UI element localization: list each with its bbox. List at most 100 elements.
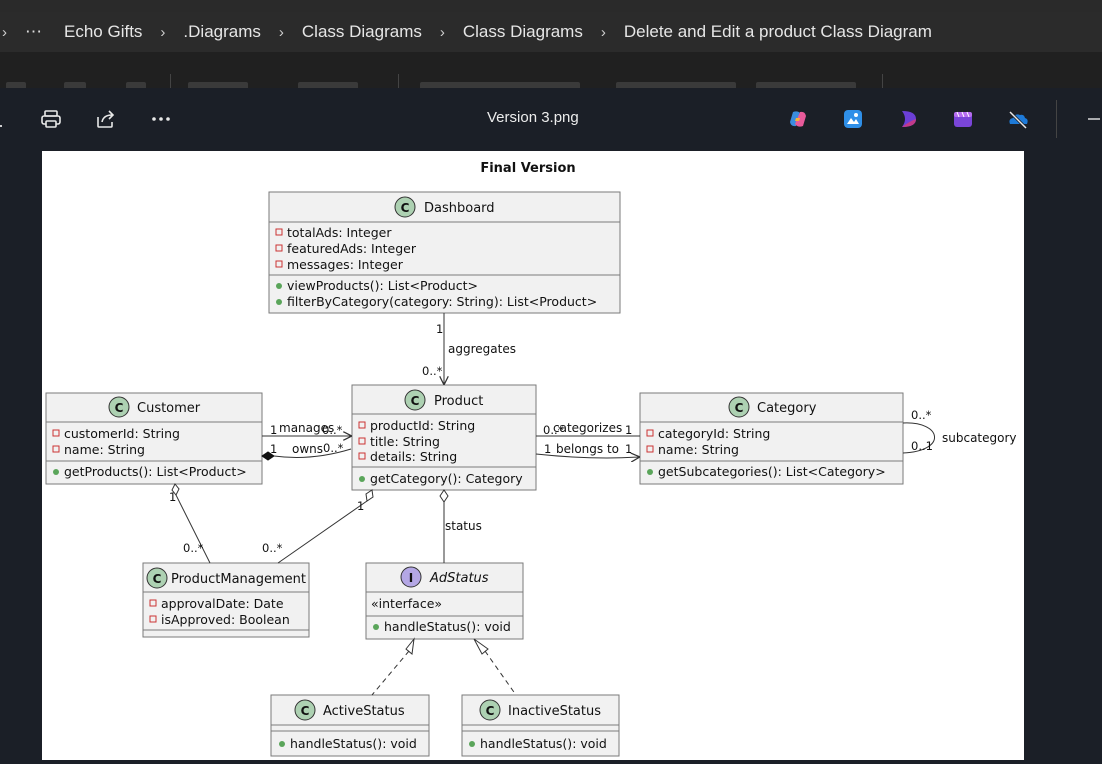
toolbar-ghost-button bbox=[756, 82, 856, 88]
breadcrumb-item-class-diagrams[interactable]: Class Diagrams bbox=[301, 22, 422, 41]
attribute: isApproved: Boolean bbox=[161, 612, 290, 627]
chevron-right-icon: › bbox=[439, 23, 445, 41]
public-icon bbox=[276, 283, 282, 289]
method: handleStatus(): void bbox=[290, 736, 417, 751]
relation-label: categorizes bbox=[553, 421, 622, 435]
stereotype-label: «interface» bbox=[371, 596, 442, 611]
chevron-right-icon: › bbox=[278, 23, 284, 41]
relation-label: aggregates bbox=[448, 342, 516, 356]
relation-manages: 1 manages 0..* bbox=[262, 421, 351, 437]
designer-icon[interactable] bbox=[898, 108, 920, 130]
stereotype-letter: C bbox=[486, 704, 495, 718]
class-name: InactiveStatus bbox=[508, 704, 601, 719]
chevron-right-icon: › bbox=[2, 23, 7, 41]
attribute: name: String bbox=[658, 442, 739, 457]
private-icon bbox=[275, 244, 283, 252]
public-icon bbox=[276, 299, 282, 305]
multiplicity: 0..* bbox=[543, 423, 564, 437]
attribute: totalAds: Integer bbox=[287, 225, 392, 240]
class-stereotype-icon bbox=[728, 396, 750, 418]
photos-icon[interactable] bbox=[842, 108, 864, 130]
diagram-title: Final Version bbox=[480, 161, 575, 176]
class-stereotype-icon bbox=[394, 196, 416, 218]
relation-label: manages bbox=[279, 421, 334, 435]
private-icon bbox=[149, 615, 157, 623]
attribute: approvalDate: Date bbox=[161, 596, 284, 611]
stereotype-letter: C bbox=[401, 201, 410, 215]
relation-belongs-to: 1 belongs to 1 bbox=[535, 442, 639, 458]
attribute: featuredAds: Integer bbox=[287, 241, 417, 256]
multiplicity: 1 bbox=[169, 490, 176, 504]
public-icon bbox=[373, 624, 379, 630]
relation-subcategory: 0..* subcategory 0..1 bbox=[902, 408, 1017, 454]
share-icon[interactable] bbox=[95, 108, 117, 130]
breadcrumb: › ⋯ Echo Gifts › .Diagrams › Class Diagr… bbox=[0, 12, 1102, 52]
attribute: details: String bbox=[370, 449, 457, 464]
minimize-icon[interactable] bbox=[1086, 108, 1102, 130]
class-active-status: C ActiveStatus handleStatus(): void bbox=[270, 694, 430, 757]
breadcrumb-item-echo-gifts[interactable]: Echo Gifts bbox=[64, 22, 143, 41]
more-icon[interactable] bbox=[150, 108, 172, 130]
chevron-right-icon: › bbox=[600, 23, 606, 41]
attribute: title: String bbox=[370, 434, 440, 449]
aggregation-diamond-icon bbox=[439, 489, 449, 503]
private-icon bbox=[358, 421, 366, 429]
rotate-icon[interactable] bbox=[0, 108, 14, 130]
explorer-toolbar bbox=[0, 52, 1102, 88]
public-icon bbox=[647, 469, 653, 475]
toolbar-divider bbox=[1056, 100, 1057, 138]
toolbar-ghost-button bbox=[188, 82, 248, 88]
class-inactive-status: C InactiveStatus handleStatus(): void bbox=[461, 694, 620, 757]
onedrive-icon[interactable] bbox=[1007, 108, 1029, 130]
multiplicity: 1 bbox=[270, 423, 277, 437]
print-icon[interactable] bbox=[40, 108, 62, 130]
class-category: C Category categoryId: String name: Stri… bbox=[639, 392, 904, 485]
class-product: C Product productId: String title: Strin… bbox=[351, 384, 537, 491]
relation-product-product-management: 1 0..* bbox=[262, 489, 374, 564]
multiplicity: 0..1 bbox=[911, 439, 933, 453]
private-icon bbox=[52, 445, 60, 453]
public-icon bbox=[359, 476, 365, 482]
aggregation-diamond-icon bbox=[365, 489, 374, 502]
method: getSubcategories(): List<Category> bbox=[658, 464, 886, 479]
clipchamp-icon[interactable] bbox=[952, 108, 974, 130]
multiplicity: 0..* bbox=[262, 541, 283, 555]
image-canvas: Final Version C Dashboard totalAds: Inte… bbox=[42, 151, 1024, 760]
more-icon[interactable]: ⋯ bbox=[25, 22, 42, 41]
method: filterByCategory(category: String): List… bbox=[287, 294, 597, 309]
multiplicity: 0..* bbox=[911, 408, 932, 422]
class-stereotype-icon bbox=[108, 396, 130, 418]
photo-viewer-toolbar: Version 3.png bbox=[0, 88, 1102, 150]
relation-status: status bbox=[439, 489, 482, 563]
copilot-icon[interactable] bbox=[787, 108, 809, 130]
class-diagram: Final Version C Dashboard totalAds: Inte… bbox=[45, 161, 1017, 757]
private-icon bbox=[358, 437, 366, 445]
stereotype-letter: C bbox=[735, 401, 744, 415]
method: getProducts(): List<Product> bbox=[64, 464, 247, 479]
attribute: productId: String bbox=[370, 418, 475, 433]
toolbar-divider bbox=[398, 74, 399, 88]
public-icon bbox=[279, 741, 285, 747]
class-name: Customer bbox=[137, 401, 201, 416]
private-icon bbox=[646, 429, 654, 437]
class-stereotype-icon bbox=[404, 389, 426, 411]
class-name: ActiveStatus bbox=[323, 704, 405, 719]
breadcrumb-item-class-diagrams-2[interactable]: Class Diagrams bbox=[462, 22, 583, 41]
private-icon bbox=[275, 260, 283, 268]
attribute: categoryId: String bbox=[658, 426, 770, 441]
private-icon bbox=[358, 452, 366, 460]
breadcrumb-item-diagrams[interactable]: .Diagrams bbox=[183, 22, 261, 41]
attribute: messages: Integer bbox=[287, 257, 404, 272]
relation-label: subcategory bbox=[942, 431, 1017, 445]
breadcrumb-item-current[interactable]: Delete and Edit a product Class Diagram bbox=[623, 22, 932, 41]
multiplicity: 0..* bbox=[422, 364, 443, 378]
realization-triangle-icon bbox=[405, 637, 415, 655]
window-top-edge bbox=[0, 0, 1102, 12]
class-stereotype-icon bbox=[146, 567, 168, 589]
toolbar-ghost-icon bbox=[126, 82, 146, 88]
stereotype-letter: I bbox=[409, 571, 413, 585]
attribute: name: String bbox=[64, 442, 145, 457]
file-name: Version 3.png bbox=[487, 109, 579, 126]
stereotype-letter: C bbox=[153, 572, 162, 586]
realization-inactive-status bbox=[473, 638, 517, 696]
